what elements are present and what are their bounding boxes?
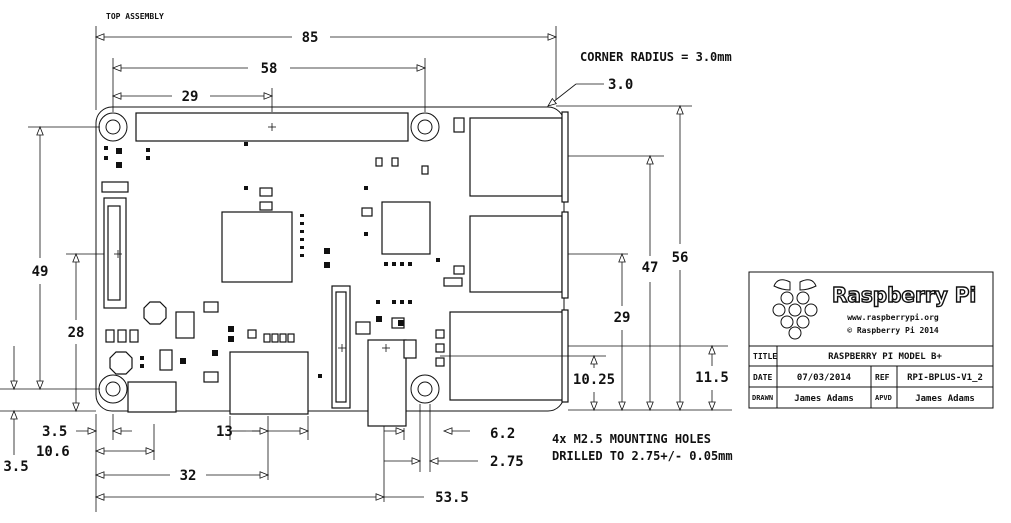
usb-controller-chip: [381, 201, 431, 255]
dim-11-5: 11.5: [695, 370, 729, 386]
drawn-value: James Adams: [794, 394, 854, 404]
dim-58: 58: [261, 61, 278, 77]
usb-port-1: [469, 111, 569, 203]
title-value: RASPBERRY PI MODEL B+: [828, 352, 942, 362]
hdmi-connector: [229, 351, 309, 415]
apvd-label: APVD: [875, 394, 892, 402]
audio-jack: [367, 339, 417, 427]
display-connector: [103, 197, 127, 309]
corner-radius-note: CORNER RADIUS = 3.0mm: [580, 50, 732, 64]
ref-label: REF: [875, 373, 890, 382]
dim-29-right: 29: [614, 310, 631, 326]
title-block: Raspberry Pi www.raspberrypi.org © Raspb…: [748, 271, 994, 409]
dim-3-5-left: 3.5: [42, 424, 67, 440]
ref-value: RPI-BPLUS-V1_2: [907, 373, 983, 383]
date-label: DATE: [753, 373, 772, 382]
dim-28: 28: [68, 325, 85, 341]
drawn-label: DRAWN: [752, 394, 773, 402]
camera-connector: [331, 285, 351, 409]
holes-note-line2: DRILLED TO 2.75+/- 0.05mm: [552, 449, 733, 463]
soc-chip: [221, 211, 293, 283]
copyright-text: © Raspberry Pi 2014: [847, 325, 939, 335]
small-components: [101, 117, 465, 383]
dim-10-25: 10.25: [573, 372, 615, 388]
dim-13: 13: [216, 424, 233, 440]
holes-note-line1: 4x M2.5 MOUNTING HOLES: [552, 432, 711, 446]
logo-text: Raspberry Pi: [832, 283, 976, 307]
dim-10-6: 10.6: [36, 444, 70, 460]
dim-53-5: 53.5: [435, 490, 469, 506]
apvd-value: James Adams: [915, 394, 975, 404]
dim-47: 47: [642, 260, 659, 276]
dim-3-5-bottom: 3.5: [3, 459, 28, 475]
power-connector: [127, 381, 177, 413]
title-label: TITLE: [753, 352, 777, 361]
dim-6-2: 6.2: [490, 426, 515, 442]
header-label: TOP ASSEMBLY: [106, 12, 164, 21]
dim-2-75: 2.75: [490, 454, 524, 470]
dim-3-0: 3.0: [608, 77, 633, 93]
gpio-header: [135, 112, 409, 142]
mounting-holes: [98, 112, 440, 404]
dim-32: 32: [180, 468, 197, 484]
dim-85: 85: [302, 30, 319, 46]
date-value: 07/03/2014: [797, 373, 852, 383]
dim-56: 56: [672, 250, 689, 266]
dim-29-top: 29: [182, 89, 199, 105]
raspberry-logo-icon: [772, 279, 818, 340]
website-text: www.raspberrypi.org: [847, 312, 939, 322]
dim-49: 49: [32, 264, 49, 280]
usb-port-2: [469, 211, 569, 299]
